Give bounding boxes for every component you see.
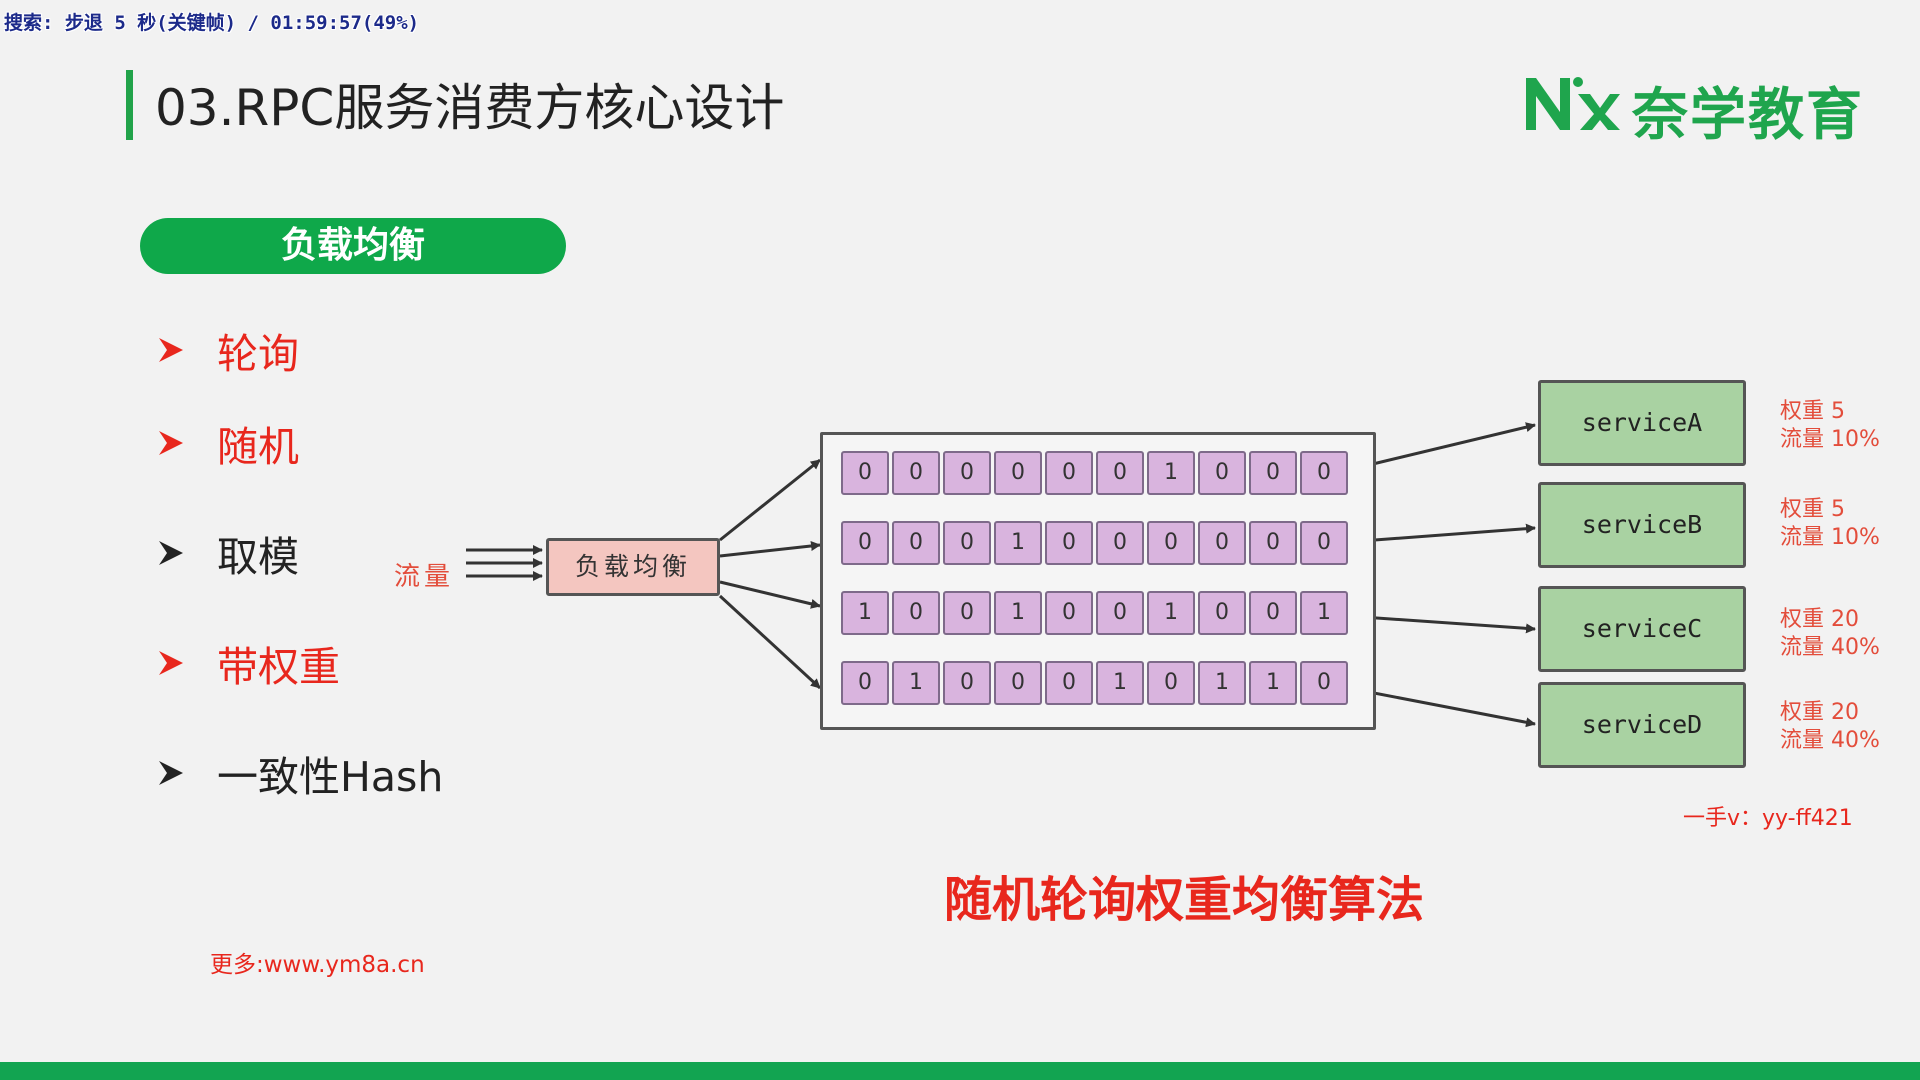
grid-cell: 1: [1147, 451, 1195, 495]
grid-row: 0 0 0 1 0 0 0 0 0 0: [841, 521, 1351, 567]
traffic-share-label: 流量 10%: [1780, 427, 1880, 452]
grid-cell: 1: [1096, 661, 1144, 705]
traffic-share-label: 流量 40%: [1780, 635, 1880, 660]
grid-cell: 1: [892, 661, 940, 705]
list-item-label: 轮询: [217, 330, 299, 378]
grid-cell: 1: [994, 591, 1042, 635]
grid-cell: 0: [943, 451, 991, 495]
grid-cell: 0: [1249, 451, 1297, 495]
grid-cell: 0: [1300, 451, 1348, 495]
grid-cell: 0: [1045, 451, 1093, 495]
brand-logo: 奈学教育: [1520, 68, 1862, 148]
list-item-label: 一致性Hash: [217, 753, 444, 801]
grid-cell: 0: [1147, 521, 1195, 565]
grid-cell: 0: [1096, 521, 1144, 565]
list-item-label: 带权重: [217, 643, 340, 691]
service-node-b[interactable]: serviceB: [1538, 482, 1746, 568]
grid-cell: 1: [994, 521, 1042, 565]
list-item-weighted[interactable]: 带权重: [155, 633, 340, 693]
list-item-round-robin[interactable]: 轮询: [155, 320, 299, 380]
list-item-label: 取模: [217, 533, 299, 581]
grid-cell: 0: [892, 521, 940, 565]
grid-cell: 0: [943, 521, 991, 565]
grid-cell: 0: [943, 661, 991, 705]
grid-cell: 1: [1249, 661, 1297, 705]
grid-cell: 0: [1300, 661, 1348, 705]
service-node-c[interactable]: serviceC: [1538, 586, 1746, 672]
grid-cell: 0: [1045, 591, 1093, 635]
service-d-meta: 权重 20 流量 40%: [1780, 699, 1880, 755]
contact-note: 一手v：yy-ff421: [1683, 806, 1853, 831]
grid-cell: 0: [841, 451, 889, 495]
weight-label: 权重 5: [1780, 399, 1845, 424]
list-item-random[interactable]: 随机: [155, 413, 299, 473]
grid-cell: 0: [1096, 451, 1144, 495]
grid-cell: 0: [994, 451, 1042, 495]
grid-cell: 0: [1147, 661, 1195, 705]
list-item-consistent-hash[interactable]: 一致性Hash: [155, 743, 443, 803]
grid-cell: 1: [1147, 591, 1195, 635]
service-b-meta: 权重 5 流量 10%: [1780, 496, 1880, 552]
arrow-right-icon: [159, 761, 183, 785]
grid-cell: 0: [1198, 521, 1246, 565]
weight-label: 权重 20: [1780, 700, 1859, 725]
slide-title: 03.RPC服务消费方核心设计: [155, 79, 785, 137]
weight-label: 权重 5: [1780, 497, 1845, 522]
traffic-share-label: 流量 10%: [1780, 525, 1880, 550]
diagram-arrows: [466, 422, 1536, 728]
selection-grid: 0 0 0 0 0 0 1 0 0 0 0 0 0 1 0 0 0 0 0 0 …: [820, 432, 1376, 730]
service-node-a[interactable]: serviceA: [1538, 380, 1746, 466]
grid-cell: 0: [1198, 451, 1246, 495]
weight-label: 权重 20: [1780, 607, 1859, 632]
grid-cell: 0: [1249, 591, 1297, 635]
load-balancer-node: 负载均衡: [546, 538, 720, 596]
algorithm-list: 轮询 随机 取模 带权重 一致性Hash: [155, 320, 555, 820]
grid-cell: 0: [1249, 521, 1297, 565]
grid-cell: 1: [841, 591, 889, 635]
service-c-meta: 权重 20 流量 40%: [1780, 606, 1880, 662]
service-node-d[interactable]: serviceD: [1538, 682, 1746, 768]
grid-cell: 0: [1045, 521, 1093, 565]
grid-cell: 0: [1198, 591, 1246, 635]
grid-cell: 0: [841, 661, 889, 705]
nx-logo-icon: [1526, 77, 1620, 130]
grid-cell: 0: [892, 591, 940, 635]
arrow-right-icon: [159, 541, 183, 565]
arrow-right-icon: [159, 338, 183, 362]
arrow-right-icon: [159, 651, 183, 675]
more-link[interactable]: 更多:www.ym8a.cn: [210, 952, 425, 978]
title-accent-bar: [126, 70, 133, 140]
grid-cell: 0: [841, 521, 889, 565]
bottom-accent-bar: [0, 1062, 1920, 1080]
section-pill: 负载均衡: [140, 218, 566, 274]
grid-cell: 1: [1198, 661, 1246, 705]
grid-cell: 0: [943, 591, 991, 635]
list-item-label: 随机: [217, 423, 299, 471]
grid-cell: 0: [1096, 591, 1144, 635]
traffic-label: 流量: [394, 562, 455, 592]
grid-cell: 0: [1300, 521, 1348, 565]
grid-cell: 1: [1300, 591, 1348, 635]
list-item-modulo[interactable]: 取模: [155, 523, 299, 583]
grid-cell: 0: [892, 451, 940, 495]
diagram-caption: 随机轮询权重均衡算法: [944, 872, 1425, 928]
grid-row: 0 1 0 0 0 1 0 1 1 0: [841, 661, 1351, 707]
service-a-meta: 权重 5 流量 10%: [1780, 398, 1880, 454]
brand-name: 奈学教育: [1632, 83, 1864, 148]
grid-cell: 0: [994, 661, 1042, 705]
player-status-overlay: 搜索: 步退 5 秒(关键帧) / 01:59:57(49%): [4, 12, 420, 34]
grid-row: 0 0 0 0 0 0 1 0 0 0: [841, 451, 1351, 497]
load-balance-diagram: 流量 负载均衡 0 0 0 0 0 0 1 0 0 0 0 0 0 1 0 0 …: [380, 370, 1920, 790]
grid-row: 1 0 0 1 0 0 1 0 0 1: [841, 591, 1351, 637]
traffic-share-label: 流量 40%: [1780, 728, 1880, 753]
arrow-right-icon: [159, 431, 183, 455]
grid-cell: 0: [1045, 661, 1093, 705]
